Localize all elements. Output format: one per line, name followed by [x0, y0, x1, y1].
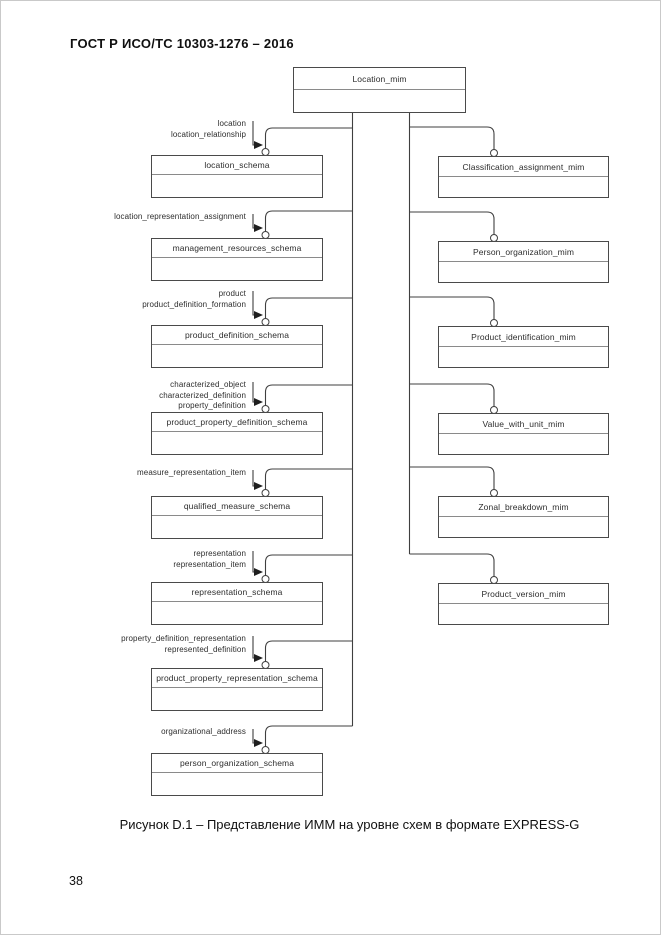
page-number: 38	[69, 874, 83, 888]
attribute-note: location_representation_assignment	[114, 212, 246, 221]
left-branch-line	[264, 127, 353, 149]
left-branch-line	[264, 210, 353, 232]
left-branch-line	[264, 640, 353, 662]
left-branch-line	[264, 468, 353, 490]
mim-box-label: Zonal_breakdown_mim	[439, 497, 608, 517]
mim-box-person-organization-mim: Person_organization_mim	[438, 241, 609, 283]
attribute-note: organizational_address	[161, 727, 246, 736]
right-branch-line	[409, 383, 495, 407]
note-arrowhead-icon	[254, 568, 263, 576]
right-branch-line	[409, 553, 495, 577]
schema-box-label: person_organization_schema	[152, 754, 322, 773]
schema-box-label: management_resources_schema	[152, 239, 322, 258]
schema-box-representation-schema: representation_schema	[151, 582, 323, 625]
schema-box-product-property-representation-schema: product_property_representation_schema	[151, 668, 323, 711]
note-arrowhead-icon	[254, 224, 263, 232]
schema-box-label: location_schema	[152, 156, 322, 175]
left-branch-line	[264, 297, 353, 319]
figure-caption: Рисунок D.1 – Представление ИММ на уровн…	[119, 817, 580, 832]
schema-box-label: qualified_measure_schema	[152, 497, 322, 516]
note-arrowhead-icon	[254, 398, 263, 406]
mim-box-label: Person_organization_mim	[439, 242, 608, 262]
schema-box-location-schema: location_schema	[151, 155, 323, 198]
schema-box-person-organization-schema: person_organization_schema	[151, 753, 323, 796]
mim-box-classification-assignment-mim: Classification_assignment_mim	[438, 156, 609, 198]
entity-box-location-mim: Location_mim	[293, 67, 466, 113]
mim-box-label: Product_version_mim	[439, 584, 608, 604]
mim-box-zonal-breakdown-mim: Zonal_breakdown_mim	[438, 496, 609, 538]
mim-box-label: Classification_assignment_mim	[439, 157, 608, 177]
note-arrowhead-icon	[254, 739, 263, 747]
left-branch-line	[264, 554, 353, 576]
note-arrowhead-icon	[254, 311, 263, 319]
left-branch-line	[264, 725, 353, 747]
attribute-note: product product_definition_formation	[142, 289, 246, 309]
mim-box-label: Value_with_unit_mim	[439, 414, 608, 434]
right-branch-line	[409, 126, 495, 150]
mim-box-product-identification-mim: Product_identification_mim	[438, 326, 609, 368]
attribute-note: characterized_object characterized_defin…	[159, 380, 246, 410]
note-arrowhead-icon	[254, 482, 263, 490]
schema-box-label: product_property_definition_schema	[152, 413, 322, 432]
schema-box-label: product_definition_schema	[152, 326, 322, 345]
schema-box-qualified-measure-schema: qualified_measure_schema	[151, 496, 323, 539]
attribute-note: representation representation_item	[173, 549, 246, 569]
schema-box-label: product_property_representation_schema	[152, 669, 322, 688]
note-arrowhead-icon	[254, 141, 263, 149]
mim-box-label: Product_identification_mim	[439, 327, 608, 347]
schema-box-product-property-definition-schema: product_property_definition_schema	[151, 412, 323, 455]
schema-box-management-resources-schema: management_resources_schema	[151, 238, 323, 281]
attribute-note: property_definition_representation repre…	[121, 634, 246, 654]
mim-box-product-version-mim: Product_version_mim	[438, 583, 609, 625]
attribute-note: location location_relationship	[170, 119, 246, 139]
mim-box-value-with-unit-mim: Value_with_unit_mim	[438, 413, 609, 455]
left-branch-line	[264, 384, 353, 406]
schema-box-product-definition-schema: product_definition_schema	[151, 325, 323, 368]
note-arrowhead-icon	[254, 654, 263, 662]
schema-box-label: representation_schema	[152, 583, 322, 602]
entity-box-label: Location_mim	[294, 68, 465, 90]
attribute-note: measure_representation_item	[137, 468, 246, 477]
right-branch-line	[409, 296, 495, 320]
right-branch-line	[409, 211, 495, 235]
right-branch-line	[409, 466, 495, 490]
standard-header-title: ГОСТ Р ИСО/ТС 10303-1276 – 2016	[70, 36, 294, 51]
